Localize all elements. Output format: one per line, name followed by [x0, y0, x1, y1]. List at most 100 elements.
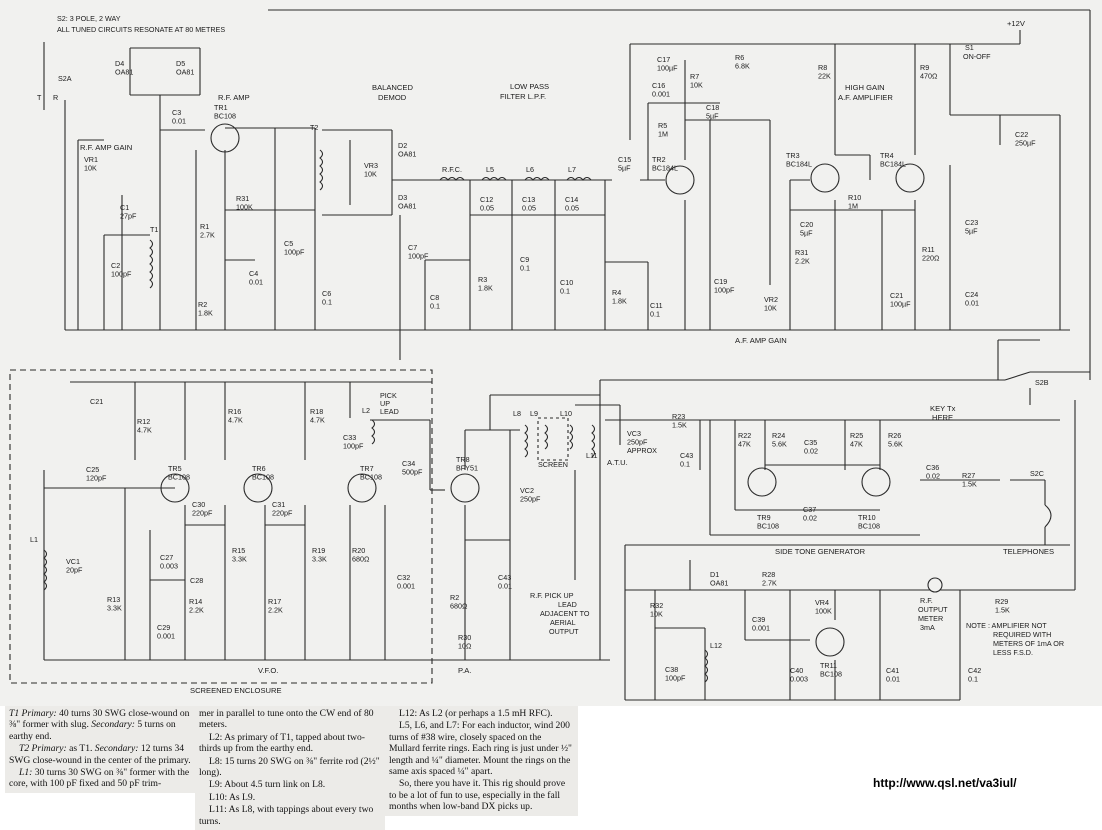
high-gain-label-1: HIGH GAIN [845, 83, 885, 92]
component-label: R16 [228, 407, 241, 416]
component-label: R24 [772, 431, 785, 440]
rf-amp-gain-label: R.F. AMP GAIN [80, 143, 132, 152]
component-label: TR6 [252, 464, 266, 473]
component-label: 1.8K [612, 297, 627, 306]
component-label: R28 [762, 570, 775, 579]
component-label: TR11 [820, 661, 837, 670]
key-tx-label-1: KEY Tx [930, 404, 956, 413]
component-labels: D4OA81D5OA81TR1BC108C30.01VR110KC127pFC2… [30, 53, 1036, 684]
component-label: R5 [658, 121, 667, 130]
component-label: TR3 [786, 151, 800, 160]
notes-column-1: T1 Primary: 40 turns 30 SWG close-wound … [5, 706, 195, 793]
key-tx-label-2: HERE [932, 413, 953, 422]
component-label: 0.1 [520, 264, 530, 273]
rf-output-meter-label-1: R.F. [920, 596, 933, 605]
note-l10: L10: As L9. [209, 791, 256, 803]
atu-label: A.T.U. [607, 458, 628, 467]
balanced-demod-label-2: DEMOD [378, 93, 407, 102]
component-label: 0.001 [397, 582, 415, 591]
component-label: 4.7K [137, 426, 152, 435]
component-label: VR4 [815, 598, 829, 607]
component-label: C30 [192, 500, 205, 509]
component-label: C32 [397, 573, 410, 582]
component-label: R31 [795, 248, 808, 257]
component-label: 220pF [192, 509, 213, 518]
component-label: TR7 [360, 464, 374, 473]
component-label: 2.7K [200, 231, 215, 240]
rf-output-meter-label-4: 3mA [920, 623, 935, 632]
component-label: 0.1 [968, 675, 978, 684]
note-l8: L8: 15 turns 20 SWG on ⅜" ferrite rod (2… [199, 755, 380, 779]
component-label: APPROX [627, 446, 657, 455]
component-label: 120pF [86, 474, 107, 483]
component-label: C6 [322, 289, 331, 298]
component-label: R22 [738, 431, 751, 440]
component-label: T2 [310, 123, 318, 132]
component-label: R23 [672, 412, 685, 421]
switch-note: S2: 3 POLE, 2 WAY [57, 14, 121, 23]
pickup-lead-label-3: LEAD [380, 407, 399, 416]
component-label: C40 [790, 666, 803, 675]
component-label: C5 [284, 239, 293, 248]
component-label: 0.05 [522, 204, 536, 213]
component-label: L10 [560, 409, 572, 418]
component-label: BC108 [252, 473, 274, 482]
high-gain-label-2: A.F. AMPLIFIER [838, 93, 893, 102]
component-label: 100µF [657, 64, 678, 73]
note-t1: T1 Primary: 40 turns 30 SWG close-wound … [9, 708, 190, 742]
component-label: C24 [965, 290, 978, 299]
component-label: 0.01 [249, 278, 263, 287]
component-label: D2 [398, 141, 407, 150]
component-label: C39 [752, 615, 765, 624]
component-label: BC184L [880, 160, 906, 169]
amp-note-3: METERS OF 1mA OR [993, 639, 1064, 648]
s1-onoff-label: ON-OFF [963, 52, 991, 61]
component-label: C11 [650, 301, 663, 310]
component-label: C25 [86, 465, 99, 474]
component-label: 100pF [343, 442, 364, 451]
component-label: R29 [995, 597, 1008, 606]
component-label: 1.5K [995, 606, 1010, 615]
component-label: C8 [430, 293, 439, 302]
component-label: 47K [850, 440, 863, 449]
component-label: 100pF [408, 252, 429, 261]
pickup-lead-label-2: UP [380, 399, 390, 408]
component-label: C35 [804, 438, 817, 447]
component-label: L5 [486, 165, 494, 174]
component-label: 10K [764, 304, 777, 313]
component-label: 0.1 [680, 460, 690, 469]
component-label: C16 [652, 81, 665, 90]
component-label: R18 [310, 407, 323, 416]
component-label: 0.001 [752, 624, 770, 633]
component-label: 3.3K [232, 555, 247, 564]
component-label: R2 [450, 593, 459, 602]
rf-output-meter-label-2: OUTPUT [918, 605, 948, 614]
component-label: 10K [84, 164, 97, 173]
s1-label: S1 [965, 43, 974, 52]
component-label: R1 [200, 222, 209, 231]
source-url[interactable]: http://www.qsl.net/va3iul/ [873, 776, 1017, 790]
component-label: R17 [268, 597, 281, 606]
component-label: 5µF [706, 112, 719, 121]
note-t2: T2 Primary: as T1. Secondary: 12 turns 3… [9, 743, 191, 766]
component-label: BC184L [652, 164, 678, 173]
component-label: 5.6K [772, 440, 787, 449]
coils [43, 149, 709, 683]
component-label: R.F.C. [442, 165, 462, 174]
component-label: 100pF [111, 270, 132, 279]
component-label: TR5 [168, 464, 182, 473]
rf-pickup-label-3: ADJACENT TO [540, 609, 590, 618]
component-label: 0.1 [430, 302, 440, 311]
component-label: C43 [498, 573, 511, 582]
component-label: 2.7K [762, 579, 777, 588]
component-label: TR1 [214, 103, 228, 112]
component-label: 5µF [618, 164, 631, 173]
component-label: C3 [172, 108, 181, 117]
component-label: 100µF [890, 300, 911, 309]
component-label: 470Ω [920, 72, 938, 81]
component-label: VC3 [627, 429, 641, 438]
component-label: 2.2K [189, 606, 204, 615]
component-label: 100K [815, 607, 832, 616]
component-label: R4 [612, 288, 621, 297]
component-label: TR9 [757, 513, 771, 522]
